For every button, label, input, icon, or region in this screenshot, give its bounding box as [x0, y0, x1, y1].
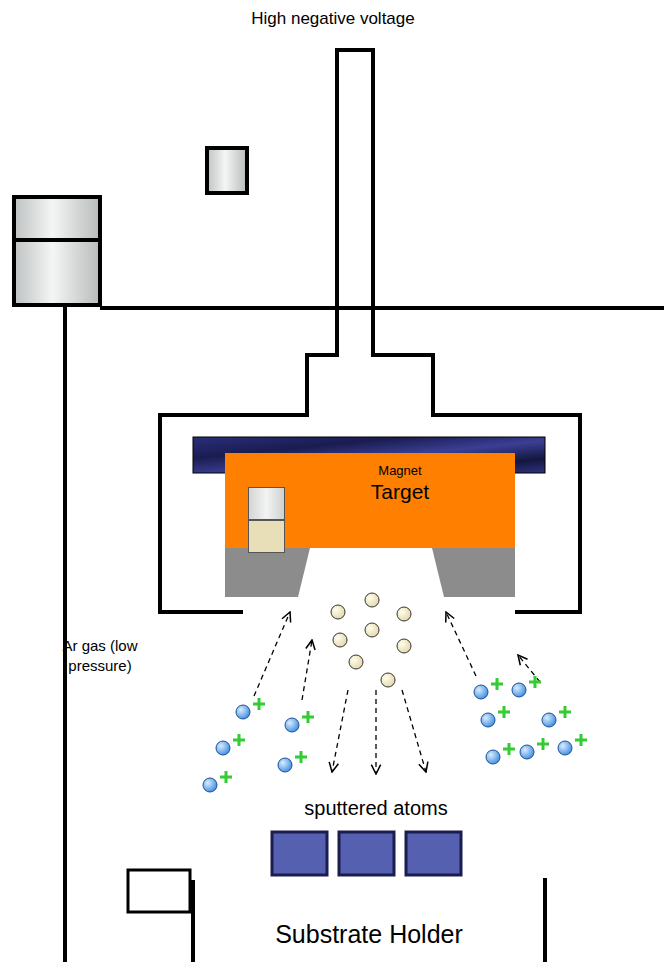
atoms-label: sputtered atoms	[246, 795, 506, 822]
target-label: Target	[225, 480, 515, 504]
gauge-box	[207, 148, 247, 193]
ion	[486, 743, 515, 764]
ion	[542, 706, 571, 727]
ion	[512, 676, 541, 697]
gas-label: Ar gas (low pressure)	[41, 636, 159, 677]
ion	[520, 738, 549, 759]
atom	[397, 607, 411, 621]
magnet-piece	[248, 487, 285, 520]
pump-box	[14, 240, 100, 305]
shield	[432, 548, 515, 597]
voltage-label: High negative voltage	[183, 8, 483, 31]
holder-box	[128, 870, 190, 912]
cathode-housing	[160, 50, 580, 612]
atom	[349, 655, 363, 669]
ion	[236, 698, 265, 719]
ion	[216, 734, 245, 755]
substrate	[339, 832, 394, 875]
atom	[381, 673, 395, 687]
ion	[558, 734, 587, 755]
atom	[365, 623, 379, 637]
holder-wall	[191, 880, 195, 962]
target-block: MagnetTarget	[225, 453, 515, 548]
ion	[285, 711, 314, 732]
atom	[331, 605, 345, 619]
magnet-piece	[248, 520, 285, 553]
atom	[397, 639, 411, 653]
ion	[278, 751, 307, 772]
pump-box	[14, 197, 100, 240]
magnet-label: Magnet	[225, 463, 515, 478]
holder-label: Substrate Holder	[209, 918, 529, 952]
chamber-wall	[63, 305, 67, 962]
substrate	[272, 832, 327, 875]
substrate	[406, 832, 461, 875]
argon-ions	[203, 676, 587, 792]
chamber-wall	[100, 306, 664, 310]
atom	[333, 633, 347, 647]
ion	[474, 678, 503, 699]
flow-arrows	[254, 612, 540, 774]
shield	[225, 548, 310, 597]
sputtered-atoms	[331, 593, 411, 687]
ion	[203, 771, 232, 792]
atom	[365, 593, 379, 607]
holder-wall	[543, 878, 547, 962]
ion	[481, 706, 510, 727]
